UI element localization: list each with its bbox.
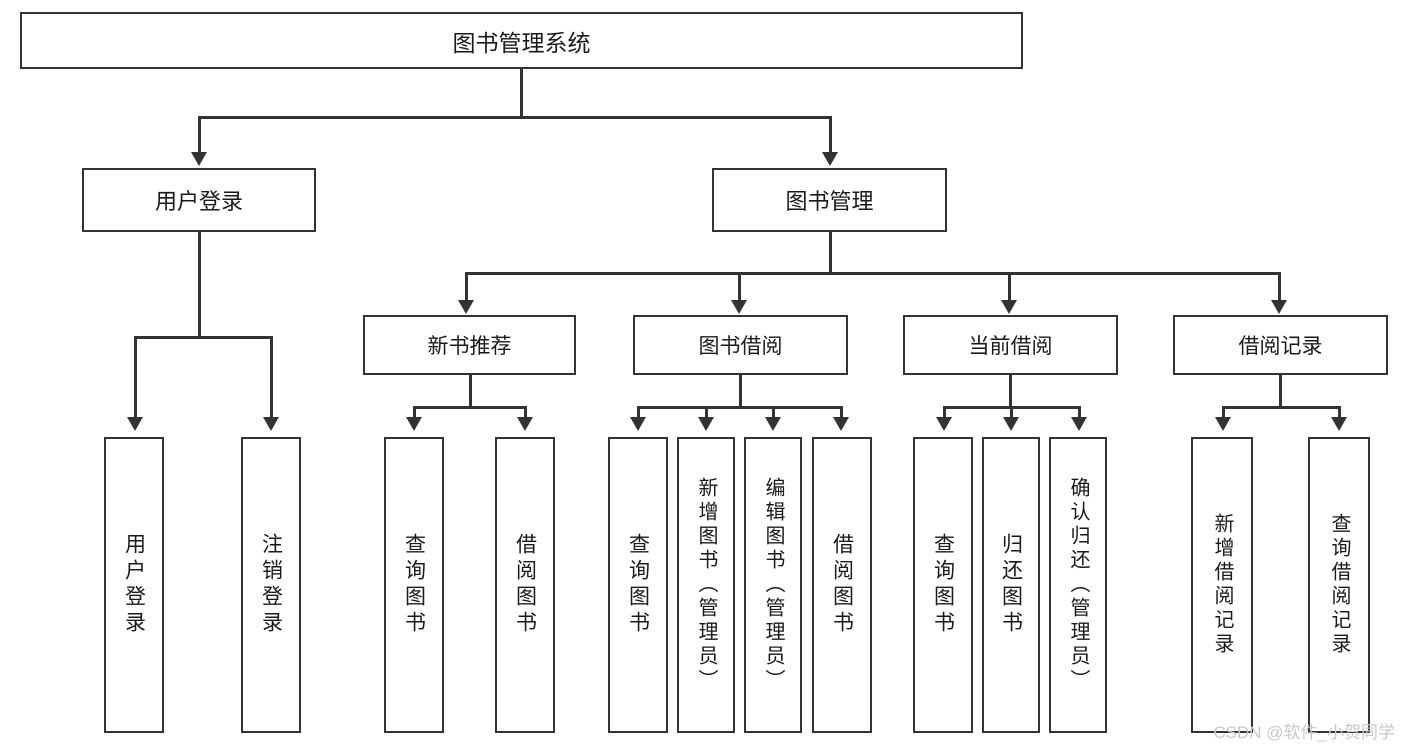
leaf-label: 查询借阅记录 [1328,513,1350,657]
connector-book-borrow-stem [739,375,742,406]
node-new-book-recommend[interactable]: 新书推荐 [363,315,576,375]
connector-root-to-book-manage [829,116,832,152]
connector-book-borrow-leaf-4 [840,406,843,417]
arrowhead-book-borrow-leaf-4 [833,417,849,431]
arrowhead-book-manage [822,152,838,166]
leaf-add-borrow-record[interactable]: 新增借阅记录 [1191,437,1253,733]
connector-book-borrow-leaf-2 [705,406,708,417]
arrowhead-new-book-leaf-2 [517,417,533,431]
connector-book-manage-stem [829,232,832,272]
leaf-label: 注销登录 [259,533,283,637]
connector-user-login-bus [134,336,272,339]
arrowhead-user-login [191,152,207,166]
arrowhead-leaf-logout [263,417,279,431]
node-label: 新书推荐 [427,335,512,358]
connector-level3-bus [465,272,1280,275]
connector-current-borrow-leaf-1 [943,406,946,417]
leaf-label: 查询图书 [931,533,955,637]
leaf-user-login[interactable]: 用户登录 [104,437,164,733]
connector-root-bus [198,116,832,119]
leaf-label: 借阅图书 [830,533,854,637]
connector-book-borrow-leaf-1 [637,406,640,417]
leaf-borrow-book-newbook[interactable]: 借阅图书 [495,437,555,733]
arrowhead-book-borrow [731,300,747,314]
connector-root-to-user-login [198,116,201,152]
arrowhead-borrow-record-leaf-2 [1331,417,1347,431]
connector-new-book-stem [469,375,472,406]
arrowhead-current-borrow-leaf-3 [1071,417,1087,431]
leaf-query-borrow-record[interactable]: 查询借阅记录 [1308,437,1370,733]
connector-current-borrow-leaf-2 [1010,406,1013,417]
leaf-label: 新增借阅记录 [1211,513,1233,657]
connector-new-book-leaf-1 [413,406,416,417]
connector-to-new-book [465,272,468,300]
leaf-edit-book-admin[interactable]: 编辑图书（管理员） [744,437,802,733]
arrowhead-new-book-leaf-1 [406,417,422,431]
connector-borrow-record-bus [1222,406,1340,409]
node-borrow-record[interactable]: 借阅记录 [1173,315,1388,375]
arrowhead-current-borrow-leaf-1 [936,417,952,431]
arrowhead-leaf-user-login [127,417,143,431]
leaf-label: 编辑图书（管理员） [762,477,784,693]
connector-current-borrow-leaf-3 [1078,406,1081,417]
arrowhead-new-book [458,300,474,314]
leaf-label: 确认归还（管理员） [1067,477,1089,693]
arrowhead-book-borrow-leaf-2 [698,417,714,431]
node-book-borrow[interactable]: 图书借阅 [633,315,848,375]
leaf-query-book-current[interactable]: 查询图书 [913,437,973,733]
leaf-label: 借阅图书 [513,533,537,637]
leaf-borrow-book[interactable]: 借阅图书 [812,437,872,733]
leaf-confirm-return-admin[interactable]: 确认归还（管理员） [1049,437,1107,733]
connector-user-login-stem [198,232,201,336]
leaf-label: 查询图书 [626,533,650,637]
node-label: 图书借阅 [698,335,783,358]
connector-borrow-record-leaf-1 [1222,406,1225,417]
connector-book-borrow-leaf-3 [772,406,775,417]
arrowhead-borrow-record-leaf-1 [1215,417,1231,431]
leaf-label: 用户登录 [122,533,146,637]
arrowhead-current-borrow [1001,300,1017,314]
arrowhead-book-borrow-leaf-3 [765,417,781,431]
node-label: 当前借阅 [968,335,1053,358]
connector-borrow-record-leaf-2 [1338,406,1341,417]
leaf-query-book-newbook[interactable]: 查询图书 [384,437,444,733]
connector-root-stem [520,69,523,116]
node-user-login[interactable]: 用户登录 [82,168,316,232]
node-label: 用户登录 [154,189,243,214]
connector-current-borrow-stem [1009,375,1012,406]
connector-borrow-record-stem [1279,375,1282,406]
connector-to-book-borrow [738,272,741,300]
arrowhead-borrow-record [1271,300,1287,314]
leaf-logout[interactable]: 注销登录 [241,437,301,733]
connector-book-borrow-bus [637,406,842,409]
node-label: 图书管理 [785,189,874,214]
arrowhead-current-borrow-leaf-2 [1003,417,1019,431]
node-current-borrow[interactable]: 当前借阅 [903,315,1118,375]
connector-new-book-bus [413,406,527,409]
connector-user-login-to-leaf-2 [270,336,273,417]
node-book-management[interactable]: 图书管理 [712,168,947,232]
node-label: 图书管理系统 [452,29,591,56]
node-label: 借阅记录 [1238,335,1323,358]
node-root-system[interactable]: 图书管理系统 [20,12,1023,69]
leaf-query-book-borrow[interactable]: 查询图书 [608,437,668,733]
connector-to-borrow-record [1278,272,1281,300]
arrowhead-book-borrow-leaf-1 [630,417,646,431]
leaf-add-book-admin[interactable]: 新增图书（管理员） [677,437,735,733]
leaf-label: 归还图书 [999,533,1023,637]
leaf-return-book[interactable]: 归还图书 [982,437,1040,733]
connector-to-current-borrow [1008,272,1011,300]
connector-user-login-to-leaf-1 [134,336,137,417]
leaf-label: 查询图书 [402,533,426,637]
leaf-label: 新增图书（管理员） [695,477,717,693]
connector-new-book-leaf-2 [524,406,527,417]
